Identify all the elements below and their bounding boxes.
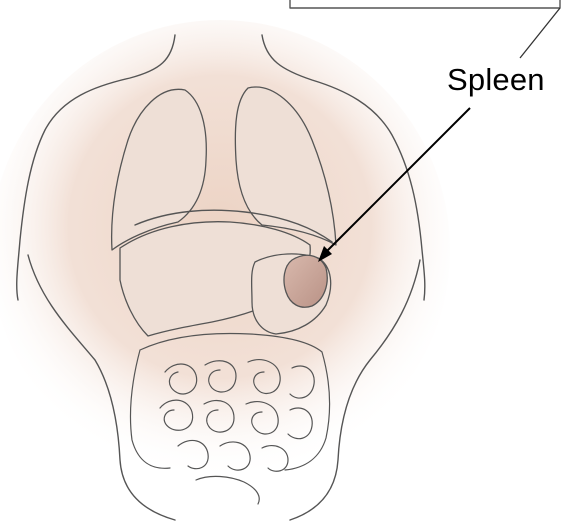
callout-box-edge [290, 0, 560, 8]
spleen-label: Spleen [447, 62, 545, 98]
spleen [284, 255, 327, 307]
label-leader-line [520, 8, 560, 58]
